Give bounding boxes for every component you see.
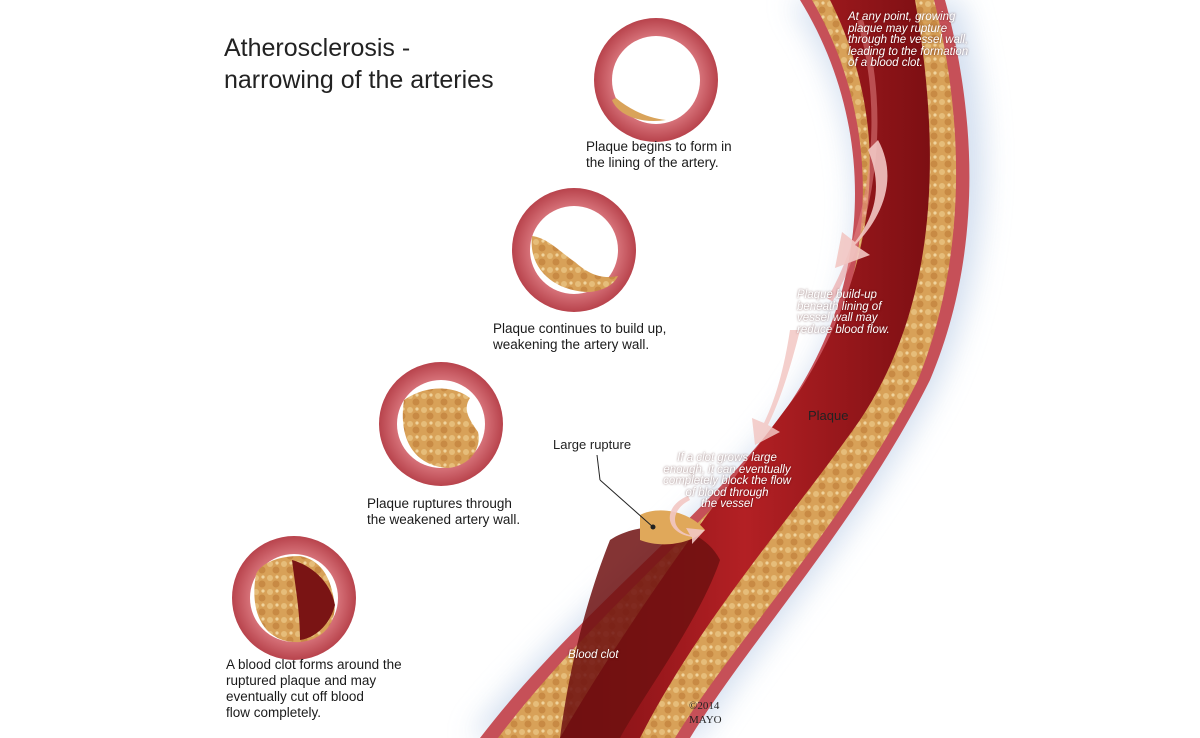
rupture-note-label: At any point, growing plaque may rupture… [848,11,969,69]
plaque-label: Plaque [808,408,849,423]
blood-clot-mass [560,526,720,738]
rupture-pointer-line [596,454,601,481]
stage-2-caption: Plaque continues to build up, weakening … [493,321,667,352]
flow-arrow-lower [752,330,800,445]
vessel-lumen [560,0,930,738]
rupture-pointer-line-2 [599,479,654,528]
large-rupture-label: Large rupture [553,437,632,452]
cross-section-stage-1 [594,18,718,142]
flow-arrow-upper [835,140,888,268]
cross-section-stage-2 [512,188,636,312]
clot-growth-note-label: If a clot grows large enough, it can eve… [663,452,791,510]
buildup-note-label: Plaque build-up beneath lining of vessel… [797,289,890,336]
cross-section-stage-3 [379,362,503,486]
stage-3-caption: Plaque ruptures through the weakened art… [367,496,521,527]
stage-4-caption: A blood clot forms around the ruptured p… [226,657,402,720]
cross-section-stage-4 [232,536,356,660]
rupture-pointer-dot [650,524,656,530]
flow-arrow-curl [669,496,705,544]
copyright-notice: ©2014 MAYO [689,700,722,726]
stage-1-caption: Plaque begins to form in the lining of t… [586,139,732,170]
blood-clot-label: Blood clot [568,649,619,661]
page-title: Atherosclerosis - narrowing of the arter… [224,34,494,94]
vessel-highlight [827,19,878,302]
